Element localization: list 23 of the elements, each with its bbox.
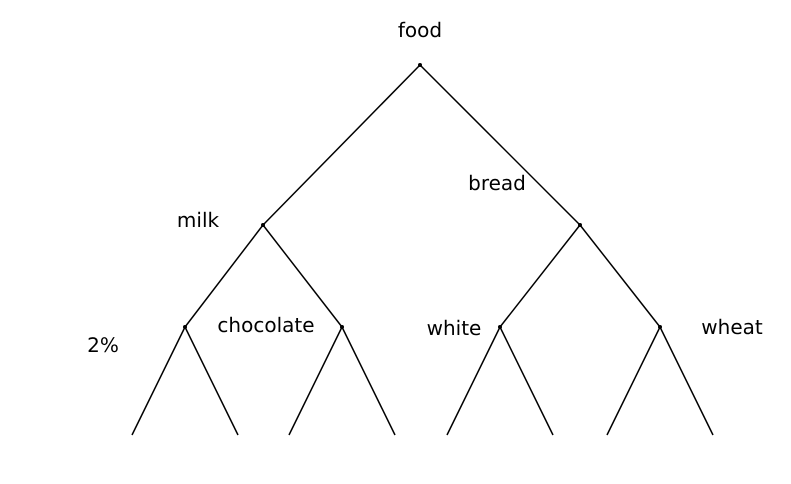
tree-branch-line xyxy=(446,326,501,436)
tree-branch-line xyxy=(262,224,343,328)
node-label: white xyxy=(426,317,482,339)
tree-branch-line xyxy=(499,224,581,328)
tree-branch-line xyxy=(184,224,264,328)
tree-node xyxy=(398,19,442,68)
tree-branch-line xyxy=(184,326,239,436)
node-label: chocolate xyxy=(217,314,315,336)
tree-branch-line xyxy=(499,326,554,436)
tree-branch-line xyxy=(288,326,343,436)
node-label: 2% xyxy=(87,334,119,356)
tree-node xyxy=(468,172,583,228)
tree-branch-line xyxy=(262,64,421,226)
tree-branch-line xyxy=(659,326,714,436)
node-label: bread xyxy=(468,172,526,194)
tree-branch-line xyxy=(419,64,581,226)
node-label: milk xyxy=(176,209,220,231)
tree-branch-line xyxy=(579,224,661,328)
tree-branch-line xyxy=(131,326,186,436)
tree-branch-line xyxy=(606,326,661,436)
tree-branch-line xyxy=(341,326,396,436)
node-label: food xyxy=(398,19,442,41)
node-label: wheat xyxy=(701,316,763,338)
